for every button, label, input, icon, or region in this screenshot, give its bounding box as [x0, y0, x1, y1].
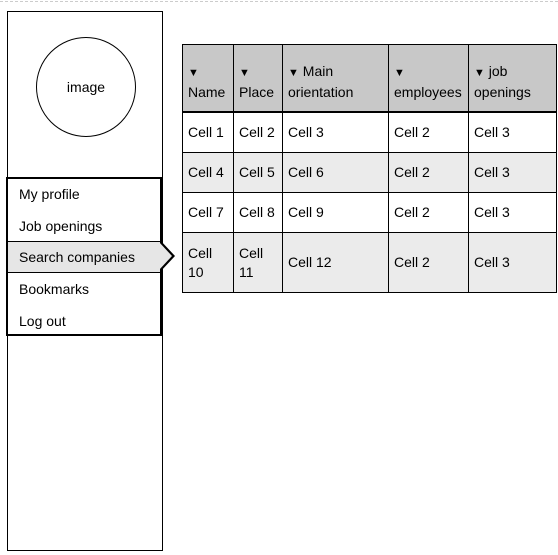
table-cell: Cell 1 [182, 111, 234, 153]
table-cell: Cell 6 [282, 152, 389, 193]
menu-item-label: Job openings [19, 218, 103, 234]
table-header-row: ▼ Name ▼ Place ▼ Main orientation ▼ empl… [182, 44, 557, 113]
menu-item-label: Search companies [19, 249, 135, 265]
sort-down-icon[interactable]: ▼ [188, 67, 199, 79]
column-header-main-orientation[interactable]: ▼ Main orientation [282, 44, 389, 113]
companies-table: ▼ Name ▼ Place ▼ Main orientation ▼ empl… [182, 44, 557, 293]
top-border-dashed [0, 1, 558, 2]
header-label-line2: openings [474, 84, 531, 100]
table-cell: Cell 2 [388, 152, 469, 193]
sort-down-icon[interactable]: ▼ [288, 67, 299, 79]
header-label: Name [188, 84, 226, 100]
column-header-place[interactable]: ▼ Place [233, 44, 283, 113]
table-row[interactable]: Cell 10 Cell 11 Cell 12 Cell 2 Cell 3 [182, 232, 557, 293]
table-row[interactable]: Cell 7 Cell 8 Cell 9 Cell 2 Cell 3 [182, 192, 557, 233]
table-row[interactable]: Cell 4 Cell 5 Cell 6 Cell 2 Cell 3 [182, 152, 557, 193]
table-cell: Cell 8 [233, 192, 283, 233]
header-label-line1: job [488, 63, 508, 79]
table-cell: Cell 3 [468, 192, 557, 233]
table-cell: Cell 2 [233, 111, 283, 153]
menu-item-job-openings[interactable]: Job openings [8, 210, 160, 242]
sort-down-icon[interactable]: ▼ [474, 67, 485, 79]
table-cell: Cell 9 [282, 192, 389, 233]
table-cell: Cell 3 [282, 111, 389, 153]
table-cell: Cell 3 [468, 232, 557, 293]
table-cell: Cell 3 [468, 111, 557, 153]
table-cell: Cell 3 [468, 152, 557, 193]
sort-down-icon[interactable]: ▼ [239, 67, 250, 79]
column-header-name[interactable]: ▼ Name [182, 44, 234, 113]
table-cell: Cell 5 [233, 152, 283, 193]
table-cell: Cell 2 [388, 232, 469, 293]
column-header-job-openings[interactable]: ▼ job openings [468, 44, 557, 113]
avatar-image-placeholder: image [36, 37, 136, 137]
menu-item-label: Bookmarks [19, 281, 90, 297]
table-cell: Cell 2 [388, 192, 469, 233]
table-cell: Cell 11 [233, 232, 283, 293]
sidebar-menu: My profile Job openings Search companies… [6, 177, 162, 336]
sort-down-icon[interactable]: ▼ [394, 67, 405, 79]
table-row[interactable]: Cell 1 Cell 2 Cell 3 Cell 2 Cell 3 [182, 111, 557, 153]
table-cell: Cell 7 [182, 192, 234, 233]
avatar-label: image [66, 79, 106, 95]
menu-item-bookmarks[interactable]: Bookmarks [8, 273, 160, 305]
menu-item-label: My profile [19, 186, 80, 202]
header-label: employees [394, 84, 462, 100]
menu-item-my-profile[interactable]: My profile [8, 178, 160, 210]
table-cell: Cell 12 [282, 232, 389, 293]
table-cell: Cell 2 [388, 111, 469, 153]
menu-item-label: Log out [19, 313, 66, 329]
header-label: Place [239, 84, 275, 100]
column-header-employees[interactable]: ▼ employees [388, 44, 469, 113]
table-cell: Cell 4 [182, 152, 234, 193]
active-item-arrow-fill [159, 242, 172, 270]
header-label-line1: Main [302, 63, 334, 79]
header-label-line2: orientation [288, 84, 354, 100]
menu-item-search-companies[interactable]: Search companies [8, 241, 160, 273]
table-cell: Cell 10 [182, 232, 234, 293]
menu-item-log-out[interactable]: Log out [8, 305, 160, 337]
